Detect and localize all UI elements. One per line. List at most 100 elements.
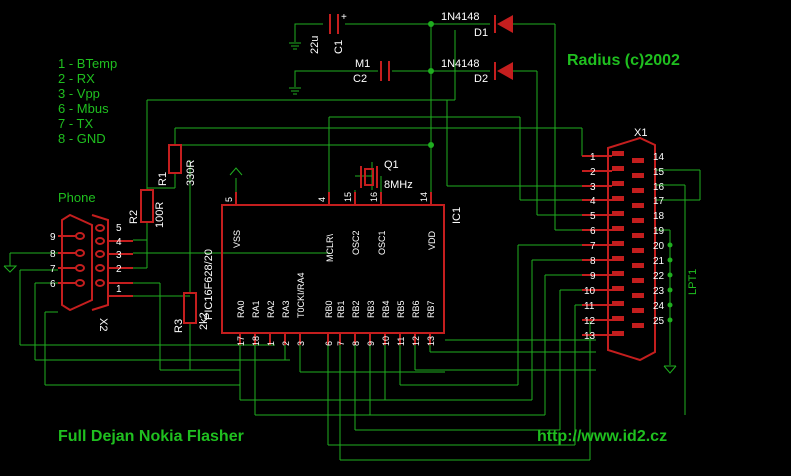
ic-pin-num: 3 xyxy=(296,341,306,346)
d2-ref: D2 xyxy=(474,73,488,85)
c1-ref: C1 xyxy=(333,40,345,54)
x1-pin-num: 10 xyxy=(584,286,596,297)
x1-pin-num: 1 xyxy=(590,152,596,163)
x2-pin-num: 2 xyxy=(116,264,122,275)
ic-pin-name: RA1 xyxy=(251,300,261,318)
ic-pin-name: RB6 xyxy=(411,300,421,318)
x1-pin-num: 8 xyxy=(590,256,596,267)
pin-legend: 1 - BTemp 2 - RX 3 - Vpp 6 - Mbus 7 - TX… xyxy=(58,56,117,146)
x2-ref: X2 xyxy=(97,318,109,331)
r3-ref: R3 xyxy=(173,319,185,333)
connector-x2 xyxy=(58,213,133,312)
c1-value: 22u xyxy=(309,36,321,54)
ic-pin-name: RB5 xyxy=(396,300,406,318)
x2-pin-num: 7 xyxy=(50,264,56,275)
d1-value: 1N4148 xyxy=(441,11,480,23)
x1-pin-num: 16 xyxy=(653,182,665,193)
schematic-title: Full Dejan Nokia Flasher xyxy=(58,428,244,445)
pin-legend-item: 7 - TX xyxy=(58,116,94,131)
ic-pin-num: 1 xyxy=(266,341,276,346)
x1-pin-num: 6 xyxy=(590,226,596,237)
x1-pin-num: 2 xyxy=(590,167,596,178)
c2-value: M1 xyxy=(355,58,370,70)
ic-pin-name: VSS xyxy=(232,230,242,248)
x1-pin-num: 11 xyxy=(584,301,595,312)
x2-pin-num: 1 xyxy=(116,284,122,295)
r1-value: 330R xyxy=(185,160,197,186)
x1-pin-num: 12 xyxy=(584,316,596,327)
capacitor-c2 xyxy=(380,61,390,81)
resistor-r2 xyxy=(140,189,154,223)
x1-pin-num: 4 xyxy=(590,196,596,207)
phone-label: Phone xyxy=(58,190,96,205)
ic-pin-num: 9 xyxy=(366,341,376,346)
q1-ref: Q1 xyxy=(384,159,399,171)
ic-pin-num: 2 xyxy=(281,341,291,346)
resistor-r1 xyxy=(168,144,182,174)
ic1-body xyxy=(221,204,445,334)
x1-pin-num: 24 xyxy=(653,301,665,312)
x1-pin-num: 3 xyxy=(590,182,596,193)
ic-pin-num: 4 xyxy=(317,197,327,202)
r2-ref: R2 xyxy=(128,210,140,224)
diode-d1 xyxy=(494,15,513,33)
ic-pin-num: 13 xyxy=(426,336,436,346)
ic-pin-num: 18 xyxy=(251,336,261,346)
x1-pin-num: 13 xyxy=(584,331,596,342)
crystal-q1 xyxy=(360,166,378,188)
x2-pin-num: 5 xyxy=(116,223,122,234)
ic-pin-name: VDD xyxy=(427,230,437,250)
x2-pin-num: 9 xyxy=(50,232,56,243)
pin-legend-item: 3 - Vpp xyxy=(58,86,100,101)
r3-value: 2k2 xyxy=(198,312,210,330)
resistor-r3 xyxy=(183,292,197,324)
r1-ref: R1 xyxy=(157,172,169,186)
x1-pin-num: 9 xyxy=(590,271,596,282)
ic-pin-num: 14 xyxy=(419,192,429,202)
capacitor-c1: + xyxy=(329,12,347,34)
ic-pin-name: RB0 xyxy=(324,300,334,318)
x1-ref: X1 xyxy=(634,127,647,139)
x1-pin-num: 20 xyxy=(653,241,665,252)
ic-pin-name: OSC2 xyxy=(351,230,361,255)
ic-pin-num: 7 xyxy=(336,341,346,346)
x1-pin-num: 17 xyxy=(653,196,665,207)
ic-pin-name: RB4 xyxy=(381,300,391,318)
ic-pin-num: 17 xyxy=(236,336,246,346)
x1-pin-num: 19 xyxy=(653,226,665,237)
pin-legend-item: 2 - RX xyxy=(58,71,95,86)
x1-pin-num: 18 xyxy=(653,211,665,222)
ic-pin-name: RA2 xyxy=(266,300,276,318)
x1-pin-num: 7 xyxy=(590,241,596,252)
x1-pin-num: 15 xyxy=(653,167,665,178)
svg-text:+: + xyxy=(341,12,347,23)
connector-x1 xyxy=(582,136,656,362)
x1-pin-num: 23 xyxy=(653,286,665,297)
x1-pin-num: 22 xyxy=(653,271,665,282)
pin-legend-item: 8 - GND xyxy=(58,131,106,146)
ic-pin-num: 16 xyxy=(369,192,379,202)
ic1-pins xyxy=(235,192,432,345)
d1-ref: D1 xyxy=(474,27,488,39)
lpt-ref: LPT1 xyxy=(687,269,699,295)
copyright-label: Radius (c)2002 xyxy=(567,52,680,69)
q1-value: 8MHz xyxy=(384,179,413,191)
website-url: http://www.id2.cz xyxy=(537,428,668,445)
x1-pin-num: 5 xyxy=(590,211,596,222)
ic-pin-num: 5 xyxy=(224,197,234,202)
x1-pin-num: 25 xyxy=(653,316,665,327)
c2-ref: C2 xyxy=(353,73,367,85)
ic-pin-name: RB2 xyxy=(351,300,361,318)
x1-pin-numbers: 1 2 3 4 5 6 7 8 9 10 11 12 13 14 15 16 1… xyxy=(584,152,665,342)
x1-pin-num: 21 xyxy=(653,256,665,267)
ic-pin-name: RB7 xyxy=(426,300,436,318)
ic-pin-num: 12 xyxy=(411,336,421,346)
x2-pin-num: 8 xyxy=(50,249,56,260)
ic-pin-num: 15 xyxy=(343,192,353,202)
ic-pin-name: RB1 xyxy=(336,300,346,318)
ic-pin-num: 10 xyxy=(381,336,391,346)
ic-pin-name: RA3 xyxy=(281,300,291,318)
ic-pin-num: 8 xyxy=(351,341,361,346)
